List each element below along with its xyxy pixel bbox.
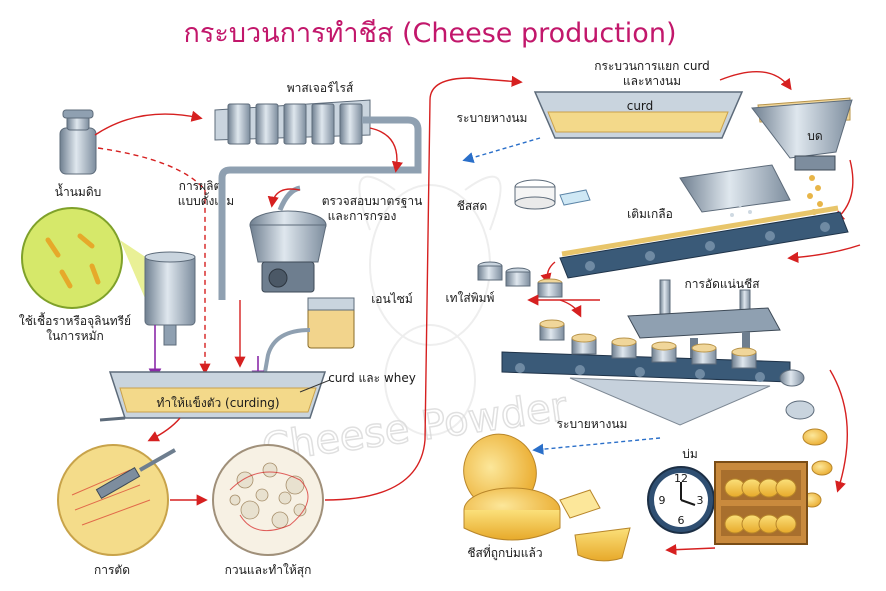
separation-trough-icon xyxy=(533,91,744,139)
cutting-icon xyxy=(57,444,176,556)
ripening-label: บ่ม xyxy=(682,447,698,461)
culture-label-2: ในการหมัก xyxy=(46,329,104,343)
ripened-cheese-label: ชีสที่ถูกบ่มแล้ว xyxy=(467,544,542,561)
arrow-pasteurizer-down xyxy=(369,127,403,173)
clock-icon: 12 3 6 9 xyxy=(647,466,715,534)
separator-icon xyxy=(249,185,327,293)
milk-can-icon xyxy=(59,109,97,175)
mould-label: เทใส่พิมพ์ xyxy=(446,291,495,305)
stir-to-separation-line xyxy=(324,75,523,501)
svg-text:3: 3 xyxy=(697,494,704,507)
curd-whey-label: curd และ whey xyxy=(328,371,416,385)
arrow-to-separator xyxy=(267,188,301,208)
drain-whey-top-label: ระบายหางนม xyxy=(457,111,528,125)
standardize-label-2: และการกรอง xyxy=(328,209,397,223)
separation-label-1: กระบวนการแยก curd xyxy=(594,59,710,73)
mill-label: บด xyxy=(807,129,822,143)
stir-cook-icon xyxy=(212,444,324,556)
cutting-label: การตัด xyxy=(94,563,130,577)
separation-label-2: และหางนม xyxy=(623,74,681,88)
drain-whey-top-arrow xyxy=(462,137,541,164)
pressing-label: การอัดแน่นชีส xyxy=(684,277,760,291)
ripening-to-final-arrow xyxy=(665,544,716,556)
culture-label-1: ใช้เชื้อราหรือจุลินทรีย์ xyxy=(19,312,131,329)
ripening-shelf-icon xyxy=(714,461,808,545)
drain-whey-bottom-label: ระบายหางนม xyxy=(557,417,628,431)
traditional-flow-line xyxy=(97,147,211,375)
conveyor-belt-upper xyxy=(559,205,849,279)
traditional-label-2: แบบดั้งเดิม xyxy=(178,192,234,208)
svg-text:6: 6 xyxy=(678,514,685,527)
fresh-cheese-label: ชีสสด xyxy=(457,199,488,213)
mill-to-conveyor-arrow xyxy=(832,159,854,222)
stir-cook-label: กวนและทำให้สุก xyxy=(225,563,312,578)
drain-whey-bottom-arrow xyxy=(532,437,661,455)
mill-hopper-icon xyxy=(751,97,853,171)
conveyor-belt-lower xyxy=(501,351,791,426)
enzyme-container-icon xyxy=(263,297,355,373)
svg-text:9: 9 xyxy=(659,494,666,507)
mould-icon xyxy=(477,261,563,298)
culture-tank-icon xyxy=(144,251,196,346)
raw-milk-label: น้ำนมดิบ xyxy=(55,183,101,199)
mould-to-press-arrow xyxy=(559,299,582,318)
ripened-cheese-icon xyxy=(463,433,631,562)
to-ripening-arrow xyxy=(829,369,849,493)
page-title: กระบวนการทำชีส (Cheese production) xyxy=(184,18,677,49)
separation-to-mill-arrow xyxy=(719,70,792,91)
enzyme-label: เอนไซม์ xyxy=(371,292,413,306)
pressed-cheese-moulds xyxy=(539,319,757,369)
curding-vat-icon xyxy=(99,371,327,422)
conveyor-upper-return-arrow xyxy=(787,244,861,263)
pasteurize-label: พาสเจอร์ไรส์ xyxy=(287,81,354,95)
curd-whey-pointer xyxy=(299,379,331,393)
salting-label: เติมเกลือ xyxy=(627,207,673,221)
traditional-label-1: การผลิต xyxy=(179,179,222,193)
salting-unit-icon xyxy=(679,164,791,217)
pasteurizer-icon xyxy=(214,99,422,300)
standardize-label-1: ตรวจสอบมาตรฐาน xyxy=(322,194,423,208)
arrow-to-pasteurizer xyxy=(94,110,203,136)
culture-microscope-icon xyxy=(21,207,150,310)
curding-label: ทำให้แข็งตัว (curding) xyxy=(156,395,279,410)
curd-label: curd xyxy=(627,99,654,113)
vat-to-cutting-arrow xyxy=(147,417,181,442)
fresh-cheese-icon xyxy=(514,179,591,210)
svg-text:12: 12 xyxy=(674,472,688,485)
